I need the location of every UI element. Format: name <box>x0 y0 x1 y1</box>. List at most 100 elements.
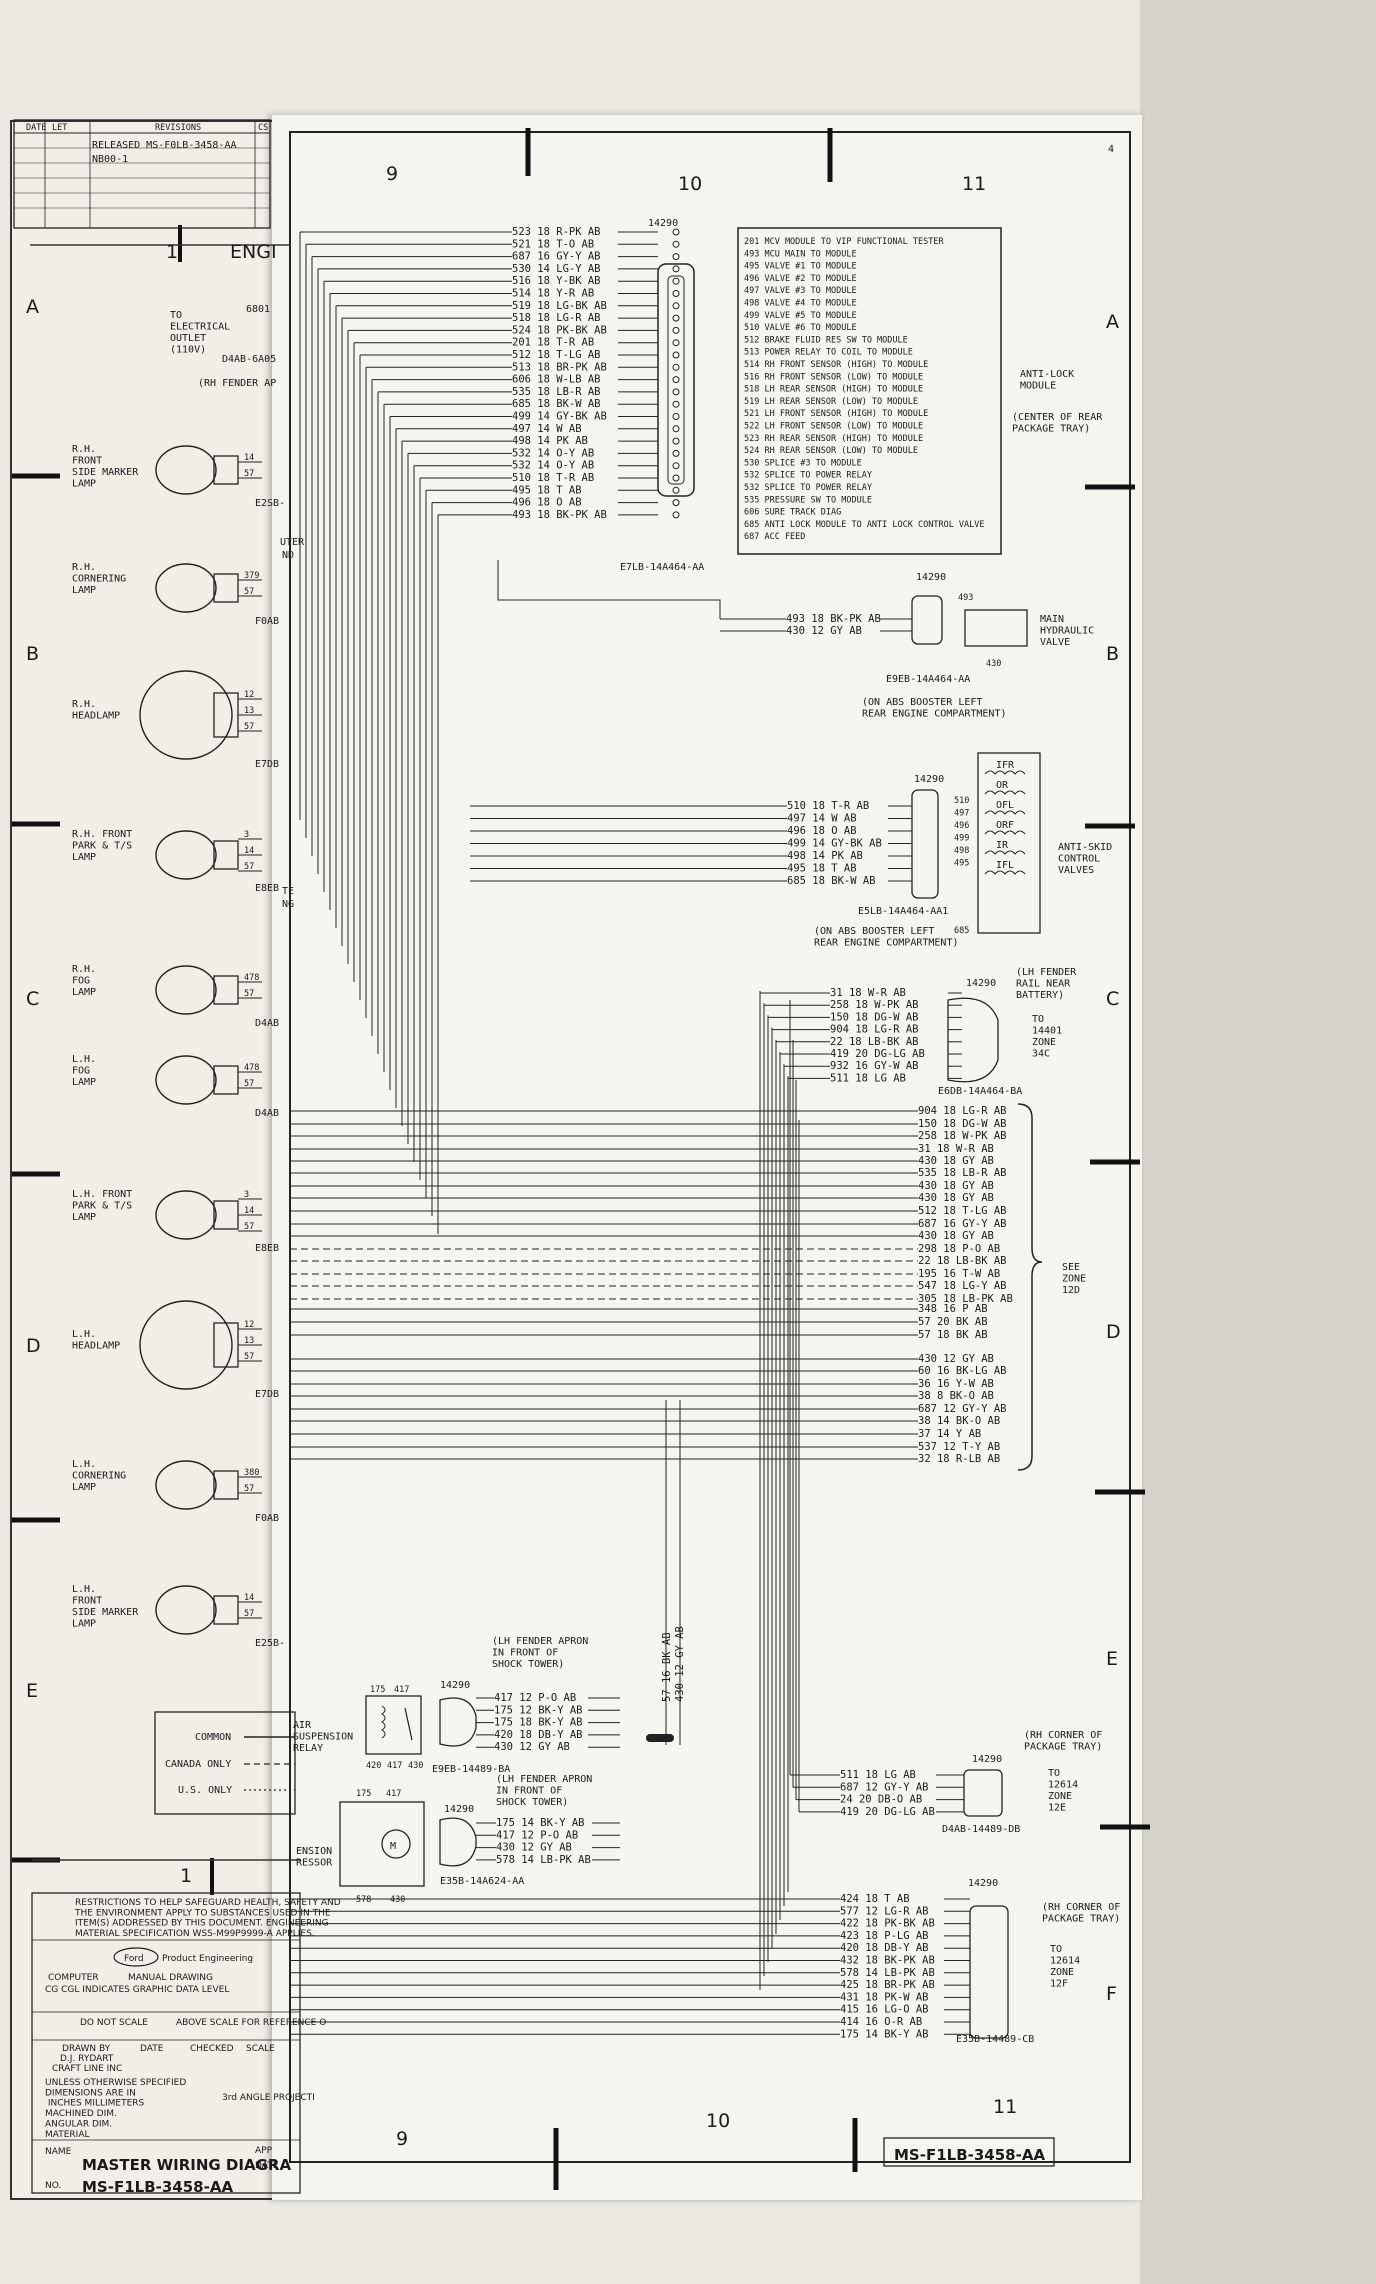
compressor-connector <box>439 1817 477 1867</box>
antiskid-code: E5LB-14A464-AA1 <box>858 906 948 917</box>
main-pin-12 <box>672 376 680 384</box>
lamp-code-rh-headlamp: E7DB <box>255 759 279 770</box>
circuit-table-row-7: 510 VALVE #6 TO MODULE <box>744 323 857 333</box>
c12614f-wire-3: 423 18 P-LG AB <box>840 1930 929 1942</box>
main-wire-label-16: 497 14 W AB <box>512 423 582 435</box>
lamp-pin-lh-fog-57: 57 <box>244 1079 254 1089</box>
lamp-base-rh-fog <box>213 975 239 1005</box>
relay-wire-0: 417 12 P-O AB <box>494 1692 576 1704</box>
ford-logo-text: Ford <box>124 1954 144 1964</box>
app-label: APP <box>255 2146 273 2156</box>
zone-row-left-A: A <box>26 296 39 318</box>
cg-label: CG CGL INDICATES GRAPHIC DATA LEVEL <box>45 1985 229 1995</box>
lamp-pin-rh-cornering-379: 379 <box>244 571 259 581</box>
main-pin-0 <box>672 228 680 236</box>
c14401-wire-1: 258 18 W-PK AB <box>830 999 919 1011</box>
lamp-pin-lh-headlamp-57: 57 <box>244 1352 254 1362</box>
hydraulic-valve-symbol <box>964 609 1028 647</box>
c12614f-wire-4: 420 18 DB-Y AB <box>840 1942 929 1954</box>
c12614f-wire-7: 425 18 BR-PK AB <box>840 1979 935 1991</box>
relay-wire-2: 175 18 BK-Y AB <box>494 1717 583 1729</box>
lamp-bulb-lh-fog <box>155 1055 217 1105</box>
zone12d-wire-25: 37 14 Y AB <box>918 1428 981 1440</box>
c12614f-wire-1: 577 12 LG-R AB <box>840 1905 929 1917</box>
zone-row-left-E: E <box>26 1680 38 1702</box>
zone12d-wire-13: 195 16 T-W AB <box>918 1268 1000 1280</box>
revision-header-let: LET <box>52 123 67 133</box>
lamp-pin-lh-cornering-57: 57 <box>244 1484 254 1494</box>
lamp-pin-rh-fog-57: 57 <box>244 989 254 999</box>
circuit-table-row-14: 521 LH FRONT SENSOR (HIGH) TO MODULE <box>744 409 928 419</box>
main-wire-label-5: 514 18 Y-R AB <box>512 288 594 300</box>
zone12d-wire-21: 36 16 Y-W AB <box>918 1378 994 1390</box>
circuit-table-row-3: 496 VALVE #2 TO MODULE <box>744 274 857 284</box>
c14401-wire-6: 932 16 GY-W AB <box>830 1060 919 1072</box>
zone12d-wire-0: 904 18 LG-R AB <box>918 1105 1007 1117</box>
legend-box <box>154 1711 296 1815</box>
zone-col-9-bottom: 9 <box>396 2128 408 2150</box>
relay-code: E9EB-14489-BA <box>432 1764 510 1775</box>
lamp-pin-lh-front-park-57: 57 <box>244 1222 254 1232</box>
c12614e-wire-3: 419 20 DG-LG AB <box>840 1806 935 1818</box>
zone-col-10: 10 <box>678 173 702 195</box>
no-label: NO. <box>45 2181 61 2191</box>
splice-bar <box>646 1734 674 1742</box>
engine-label-fragment: ENGI <box>230 241 277 263</box>
revision-header-cs: CS <box>258 123 268 133</box>
hydraulic-connector <box>911 595 943 645</box>
compressor-bottom-pin-430: 430 <box>390 1895 405 1905</box>
main-pin-8 <box>672 326 680 334</box>
relay-wire-3: 420 18 DB-Y AB <box>494 1729 583 1741</box>
lamp-pin-rh-fog-478: 478 <box>244 973 259 983</box>
main-pin-20 <box>672 474 680 482</box>
zone12d-wire-3: 31 18 W-R AB <box>918 1143 994 1155</box>
circuit-table-row-21: 535 PRESSURE SW TO MODULE <box>744 495 872 505</box>
lamp-code-lh-front-park: E8EB <box>255 1243 279 1254</box>
zone12d-wire-8: 512 18 T-LG AB <box>918 1205 1007 1217</box>
ford-logo <box>113 1947 159 1967</box>
antiskid-coil-IFR: IFR <box>996 760 1015 771</box>
zone-row-right-C: C <box>1106 988 1119 1010</box>
c12614e-connector <box>963 1769 1003 1817</box>
manual-label: MANUAL DRAWING <box>128 1973 213 1983</box>
lamp-label-rh-headlamp: R.H.HEADLAMP <box>72 699 120 722</box>
lamp-pin-lh-headlamp-13: 13 <box>244 1336 254 1346</box>
circuit-table-row-10: 514 RH FRONT SENSOR (HIGH) TO MODULE <box>744 360 928 370</box>
antiskid-coil-sym-5 <box>984 870 1026 875</box>
lamp-bulb-rh-front-side-marker <box>155 445 217 495</box>
antiskid-pin-510: 510 <box>954 796 969 806</box>
main-wire-label-9: 201 18 T-R AB <box>512 337 594 349</box>
main-wire-label-1: 521 18 T-O AB <box>512 238 594 250</box>
zone12d-wire-20: 60 16 BK-LG AB <box>918 1365 1007 1377</box>
circuit-table-row-0: 201 MCV MODULE TO VIP FUNCTIONAL TESTER <box>744 237 944 247</box>
main-pin-2 <box>672 253 680 261</box>
lamp-pin-lh-front-side-marker-14: 14 <box>244 1593 254 1603</box>
lamp-pin-rh-headlamp-12: 12 <box>244 690 254 700</box>
hydraulic-pin-430: 430 <box>986 659 1001 669</box>
circuit-table-row-6: 499 VALVE #5 TO MODULE <box>744 311 857 321</box>
c12614f-ref: 14290 <box>968 1878 998 1889</box>
main-wire-label-7: 518 18 LG-R AB <box>512 312 601 324</box>
circuit-table-row-24: 687 ACC FEED <box>744 532 805 542</box>
c12614f-connector <box>969 1905 1009 2039</box>
lamp-pin-rh-front-side-marker-14: 14 <box>244 453 254 463</box>
zone12d-wire-26: 537 12 T-Y AB <box>918 1441 1000 1453</box>
outlet-code: 6801 <box>246 304 270 315</box>
lamp-pin-lh-front-park-3: 3 <box>244 1190 249 1200</box>
main-wire-label-17: 498 14 PK AB <box>512 435 588 447</box>
main-pin-13 <box>672 388 680 396</box>
lamp-bulb-rh-front-park <box>155 830 217 880</box>
circuit-table-row-13: 519 LH REAR SENSOR (LOW) TO MODULE <box>744 397 918 407</box>
antiskid-wire-5: 495 18 T AB <box>787 863 857 875</box>
compressor-motor-label: M <box>390 1841 396 1852</box>
main-pin-17 <box>672 437 680 445</box>
compressor-wire-1: 417 12 P-O AB <box>496 1829 578 1841</box>
main-pin-21 <box>672 486 680 494</box>
